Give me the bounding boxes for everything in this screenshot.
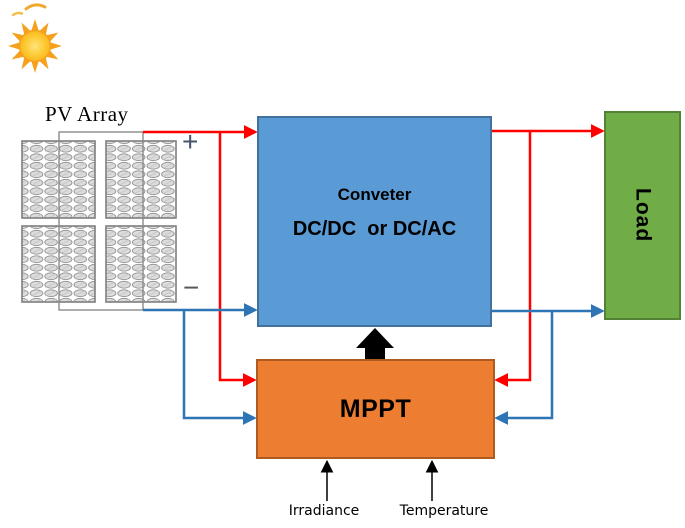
pv-array-panels: [21, 131, 177, 311]
temperature-label: Temperature: [399, 503, 489, 519]
mppt-to-converter-arrow: [356, 328, 394, 360]
load-label: Load: [631, 188, 655, 243]
wire-pv-plus-to-mppt: [218, 132, 257, 387]
converter-title: Conveter: [337, 184, 412, 204]
pv-array-label: PV Array: [45, 102, 129, 126]
minus-sign: −: [183, 272, 200, 303]
wire-pv-minus-to-mppt: [182, 310, 257, 425]
irradiance-label: Irradiance: [288, 503, 360, 519]
plus-sign: +: [182, 126, 199, 157]
load-block: Load: [604, 111, 681, 320]
mppt-block: MPPT: [256, 359, 495, 459]
wire-output-positive-to-mppt: [494, 131, 532, 387]
pv-panel: [105, 225, 177, 303]
pv-panel: [105, 140, 177, 219]
wire-output-negative-to-mppt: [494, 311, 554, 425]
mppt-label: MPPT: [339, 394, 412, 423]
converter-block: Conveter DC/DC or DC/AC: [257, 116, 492, 327]
pv-frame: [58, 131, 144, 311]
sun-icon: [8, 3, 62, 73]
converter-subtitle: DC/DC or DC/AC: [292, 217, 457, 240]
